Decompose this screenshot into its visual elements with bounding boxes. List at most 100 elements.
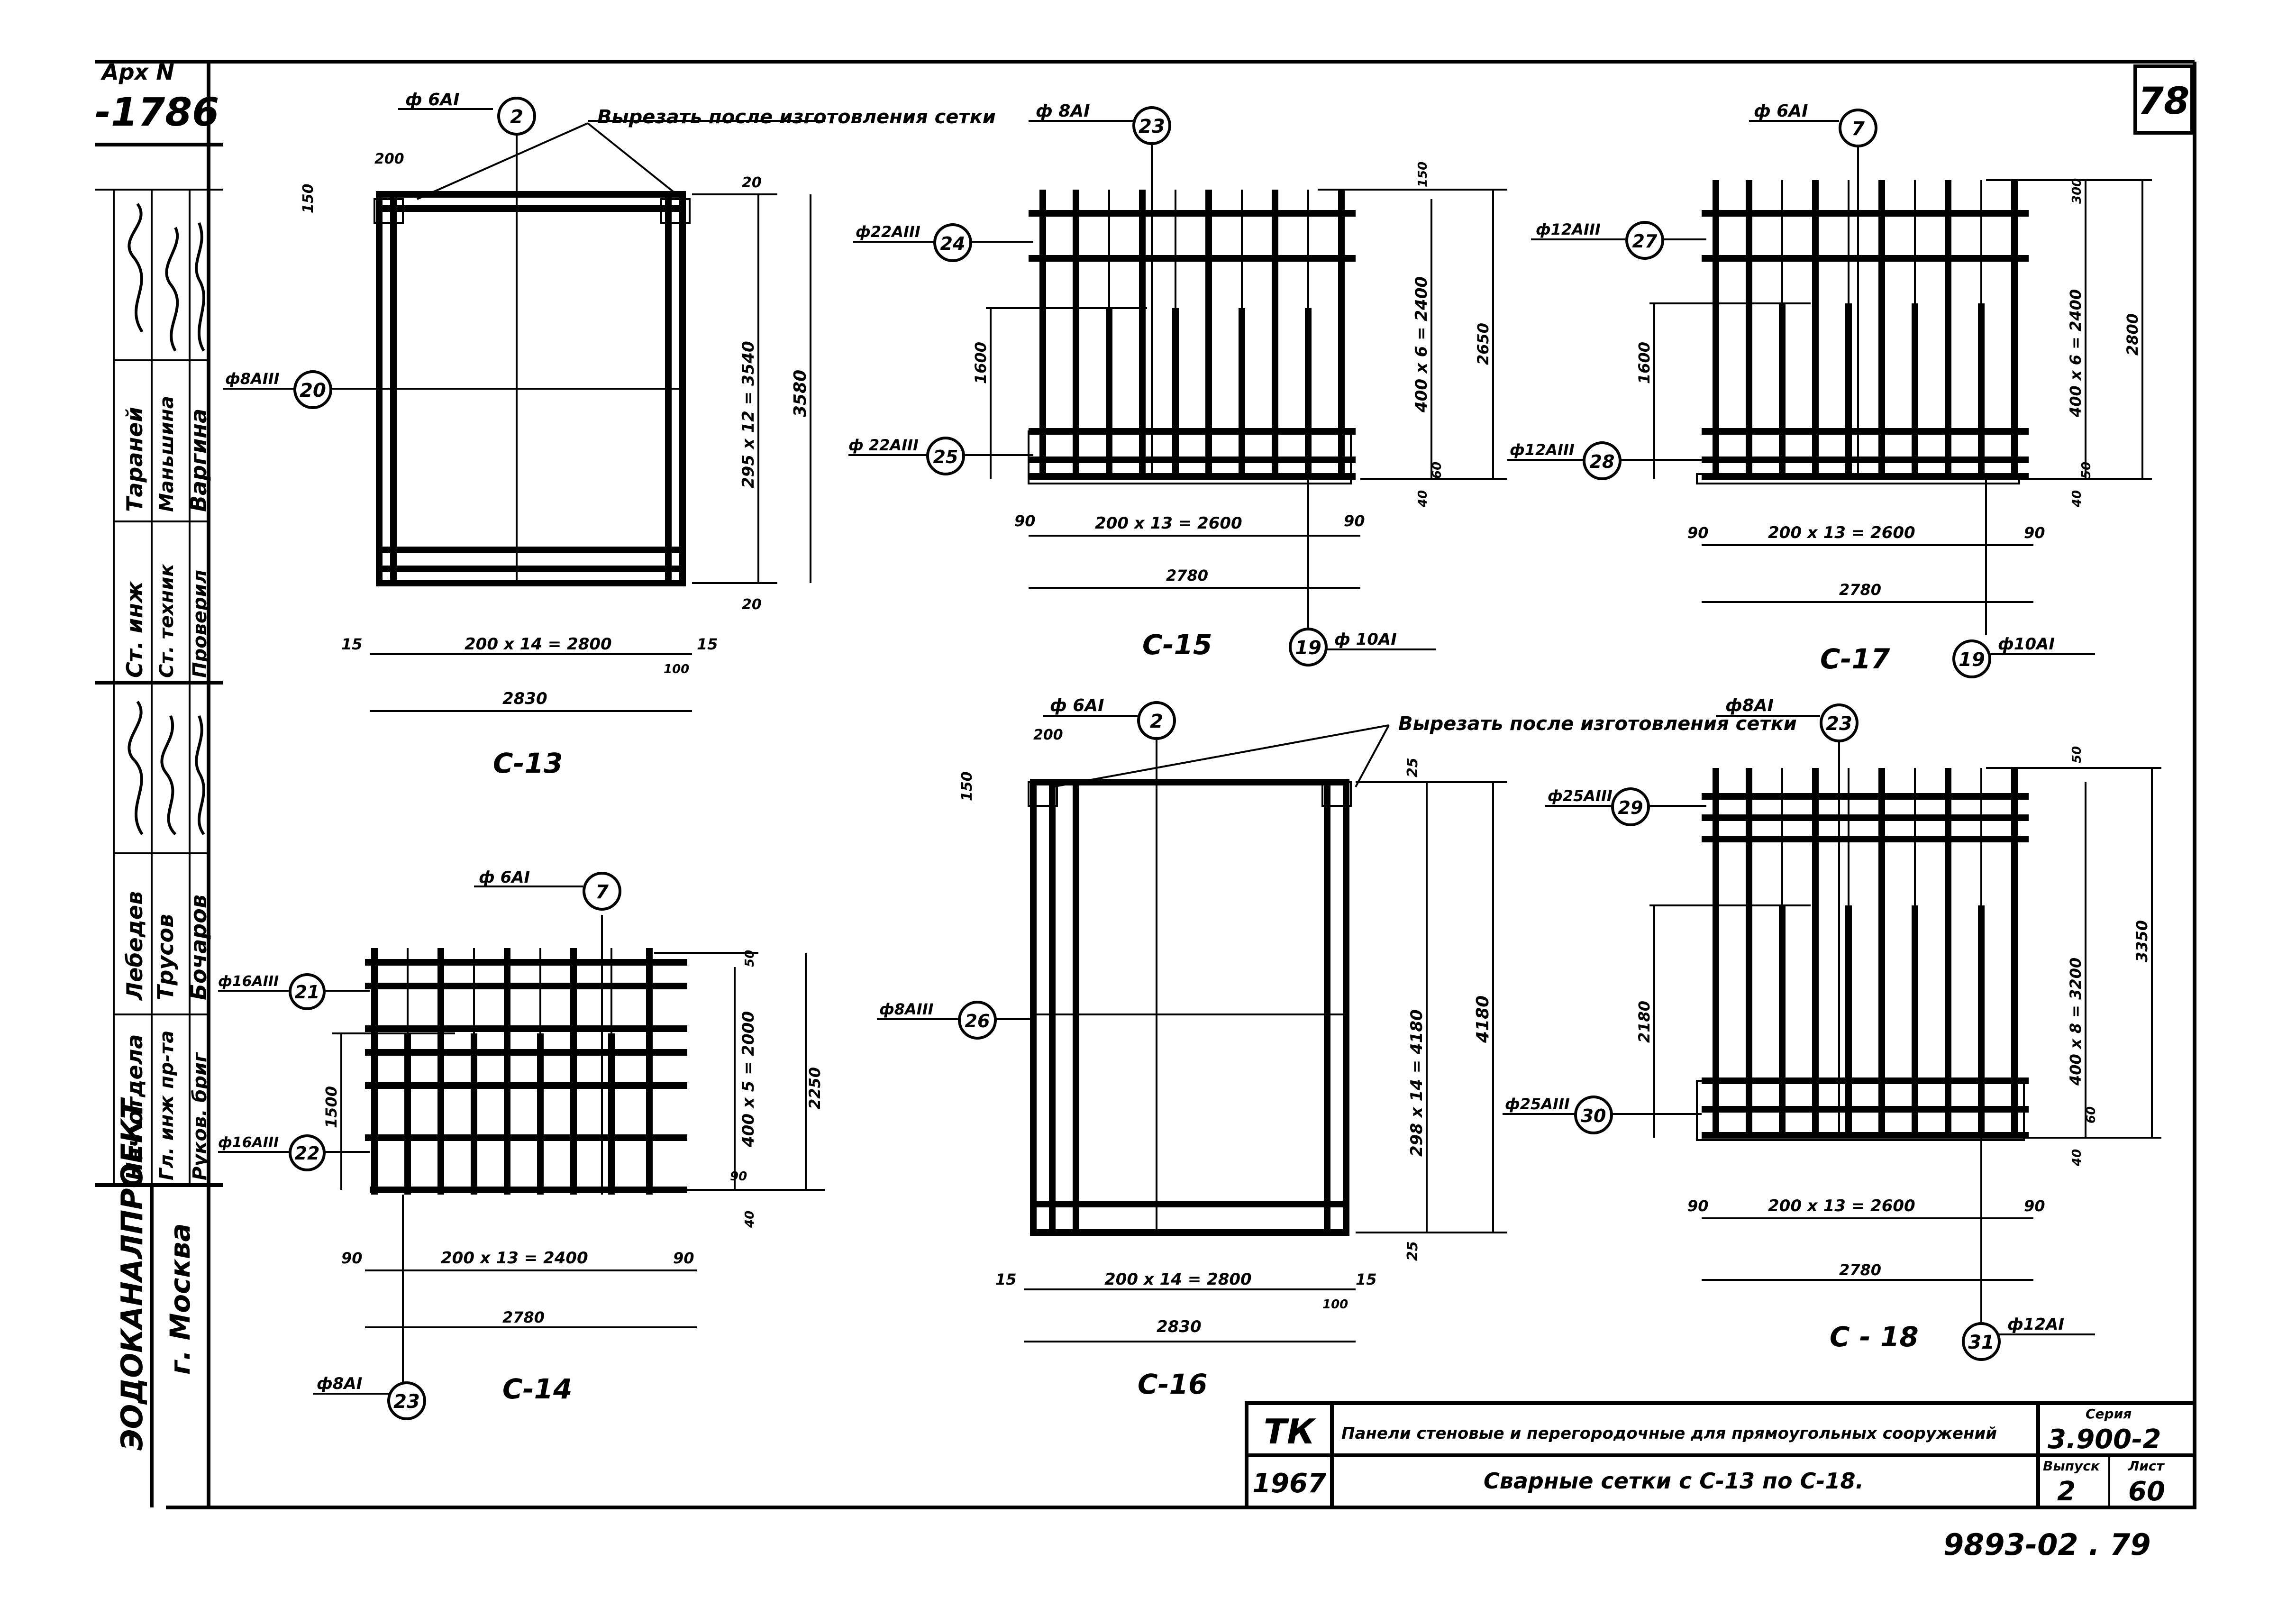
title-sheet-title: Сварные сетки с С-13 по С-18. bbox=[1484, 1468, 1864, 1494]
mesh-c13-callout-20-label: ф8АIII bbox=[225, 370, 280, 388]
mesh-c17-top-small: 300 bbox=[2070, 178, 2084, 204]
mesh-c16-bars bbox=[1028, 740, 1352, 1236]
mesh-c18-horizontal-pitch: 200 x 13 = 2600 bbox=[1768, 1196, 1915, 1215]
mesh-c15-callout-19-num: 19 bbox=[1295, 637, 1321, 659]
role-senior-engineer: Ст. инж bbox=[122, 581, 147, 678]
mesh-c18: 2180 400 x 8 = 3200 3350 50 40 60 90 200… bbox=[1503, 696, 2161, 1361]
mesh-c17-callout-7-num: 7 bbox=[1851, 118, 1865, 140]
mesh-c18-short-height: 2180 bbox=[1635, 1001, 1653, 1043]
cutout-note-top-text: Вырезать после изготовления сетки bbox=[597, 106, 996, 128]
mesh-c17-total-height: 2800 bbox=[2123, 313, 2141, 356]
mesh-c15-horizontal-pitch: 200 x 13 = 2600 bbox=[1095, 514, 1242, 533]
mesh-c17-callout-27-num: 27 bbox=[1632, 231, 1658, 252]
mesh-c16-callout-26-label: ф8АIII bbox=[879, 1000, 934, 1018]
mesh-c17-right-edge: 90 bbox=[2024, 524, 2045, 542]
mesh-c17-bottom-mid: 50 bbox=[2079, 462, 2094, 479]
mesh-c18-callout-29: ф25АIII 29 bbox=[1545, 787, 1706, 826]
mesh-c14-callout-23-num: 23 bbox=[393, 1391, 420, 1413]
mesh-c17-callout-19-label: ф10АI bbox=[1998, 635, 2055, 654]
mesh-c18-title: С - 18 bbox=[1830, 1321, 1919, 1353]
mesh-c18-callout-31-label: ф12АI bbox=[2007, 1315, 2064, 1334]
mesh-c17-callout-27-label: ф12АIII bbox=[1536, 220, 1601, 238]
mesh-c14-bottom-mid: 90 bbox=[730, 1169, 747, 1184]
name-manshina: Маньшина bbox=[156, 396, 178, 512]
role-senior-technician: Ст. техник bbox=[156, 564, 178, 678]
mesh-c18-bottom-small: 40 bbox=[2070, 1149, 2084, 1167]
mesh-c18-right-edge: 90 bbox=[2024, 1197, 2045, 1215]
title-stamp: ТК bbox=[1264, 1412, 1316, 1452]
mesh-c16-callout-26-num: 26 bbox=[965, 1011, 990, 1032]
mesh-c15-callout-23: ф 8АI 23 bbox=[1029, 101, 1171, 145]
mesh-c17-callout-7: ф 6АI 7 bbox=[1749, 101, 1877, 147]
name-trusov: Трусов bbox=[153, 914, 178, 1000]
signatures bbox=[128, 203, 205, 836]
mesh-c14-title: С-14 bbox=[502, 1373, 572, 1405]
mesh-c18-callout-30-label: ф25АIII bbox=[1505, 1095, 1570, 1113]
title-series-label: Серия bbox=[2086, 1406, 2132, 1422]
mesh-c18-callout-29-label: ф25АIII bbox=[1548, 787, 1613, 805]
mesh-c16-side-top: 25 bbox=[1404, 758, 1421, 777]
mesh-c14: 1500 400 x 5 = 2000 2250 50 40 90 90 200… bbox=[218, 868, 825, 1420]
mesh-c13-callout-2: ф 6АI 2 bbox=[398, 90, 536, 136]
mesh-c16-callout-26: ф8АIII 26 bbox=[877, 1000, 1033, 1040]
mesh-c17-title: С-17 bbox=[1820, 643, 1890, 675]
title-year: 1967 bbox=[1252, 1468, 1326, 1499]
mesh-c13-side-bottom: 20 bbox=[742, 596, 762, 613]
mesh-c15-callout-25-num: 25 bbox=[933, 447, 958, 467]
mesh-c17-callout-7-label: ф 6АI bbox=[1754, 101, 1808, 121]
mesh-c17-short-height: 1600 bbox=[1635, 342, 1653, 384]
mesh-c13: 200 150 20 20 295 x 12 = 3540 3580 15 20… bbox=[223, 90, 811, 779]
mesh-c13-callout-20: ф8АIII 20 bbox=[223, 370, 379, 409]
mesh-c16-side-bottom: 25 bbox=[1404, 1241, 1421, 1261]
mesh-c13-side-top: 20 bbox=[742, 174, 762, 191]
mesh-c14-dimensions bbox=[332, 952, 825, 1328]
mesh-c15-callout-24-label: ф22АIII bbox=[856, 223, 920, 241]
footer-code: 9893-02 . 79 bbox=[1943, 1527, 2151, 1562]
mesh-c15-callout-24: ф22АIII 24 bbox=[853, 223, 1033, 262]
mesh-c13-horizontal-pitch: 200 x 14 = 2800 bbox=[465, 635, 612, 654]
mesh-c17-callout-28-num: 28 bbox=[1590, 451, 1615, 472]
title-project: Панели стеновые и перегородочные для пря… bbox=[1341, 1424, 1997, 1443]
mesh-c14-top-small: 50 bbox=[743, 950, 757, 967]
mesh-c14-callout-23: ф8АI 23 bbox=[313, 1195, 426, 1420]
mesh-c18-total-height: 3350 bbox=[2133, 920, 2151, 962]
mesh-c17-dimensions bbox=[1649, 179, 2152, 603]
cutout-note-top: Вырезать после изготовления сетки bbox=[417, 106, 996, 200]
mesh-c15: 1600 400 x 6 = 2400 2650 150 40 60 90 20… bbox=[848, 101, 1507, 667]
title-issue-value: 2 bbox=[2057, 1476, 2076, 1507]
mesh-c13-vertical-pitch: 295 x 12 = 3540 bbox=[739, 341, 758, 488]
mesh-c17-horizontal-pitch: 200 x 13 = 2600 bbox=[1768, 523, 1915, 542]
mesh-c18-callout-23-num: 23 bbox=[1826, 713, 1852, 735]
mesh-c15-top-small: 150 bbox=[1416, 162, 1430, 187]
mesh-c14-callout-21-label: ф16АIII bbox=[218, 973, 279, 990]
mesh-c18-left-edge: 90 bbox=[1687, 1197, 1709, 1215]
role-chief-engineer: Гл. инж пр-та bbox=[156, 1031, 178, 1180]
mesh-c14-callout-7-num: 7 bbox=[595, 881, 609, 903]
mesh-c14-vertical-pitch: 400 x 5 = 2000 bbox=[739, 1011, 758, 1148]
mesh-c14-horizontal-pitch: 200 x 13 = 2400 bbox=[441, 1249, 588, 1268]
mesh-c17: 1600 400 x 6 = 2400 2800 300 40 50 90 20… bbox=[1507, 101, 2152, 678]
mesh-c17-callout-28: ф12АIII 28 bbox=[1507, 441, 1702, 480]
mesh-c15-total-width: 2780 bbox=[1166, 566, 1208, 584]
role-team-lead: Руков. бриг bbox=[189, 1052, 211, 1180]
name-taraney: Тараней bbox=[122, 407, 147, 512]
mesh-c15-callout-19: 19 ф 10АI bbox=[1289, 474, 1436, 667]
name-bocharov: Бочаров bbox=[186, 895, 211, 1000]
mesh-c17-callout-27: ф12АIII 27 bbox=[1531, 220, 1706, 260]
mesh-c16-left-edge: 15 bbox=[995, 1270, 1017, 1288]
mesh-c17-callout-19: 19 ф10АI bbox=[1952, 479, 2095, 678]
mesh-c14-short-height: 1500 bbox=[322, 1086, 340, 1128]
mesh-c16-horizontal-pitch: 200 x 14 = 2800 bbox=[1104, 1270, 1252, 1289]
mesh-c14-bottom-small: 40 bbox=[743, 1211, 757, 1228]
mesh-c14-left-edge: 90 bbox=[341, 1249, 363, 1267]
mesh-c13-total-width: 2830 bbox=[502, 689, 547, 708]
mesh-c16-total-width: 2830 bbox=[1157, 1317, 1202, 1336]
mesh-c17-callout-19-num: 19 bbox=[1959, 649, 1985, 671]
mesh-c16-callout-2: ф 6АI 2 bbox=[1043, 696, 1176, 740]
mesh-c15-vertical-pitch: 400 x 6 = 2400 bbox=[1412, 276, 1431, 413]
mesh-c16-right-small: 100 bbox=[1322, 1297, 1348, 1312]
mesh-c14-callout-7: ф 6АI 7 bbox=[474, 868, 621, 911]
mesh-c16-corner: 150 bbox=[959, 771, 975, 801]
mesh-c18-bars bbox=[1702, 725, 2029, 1139]
